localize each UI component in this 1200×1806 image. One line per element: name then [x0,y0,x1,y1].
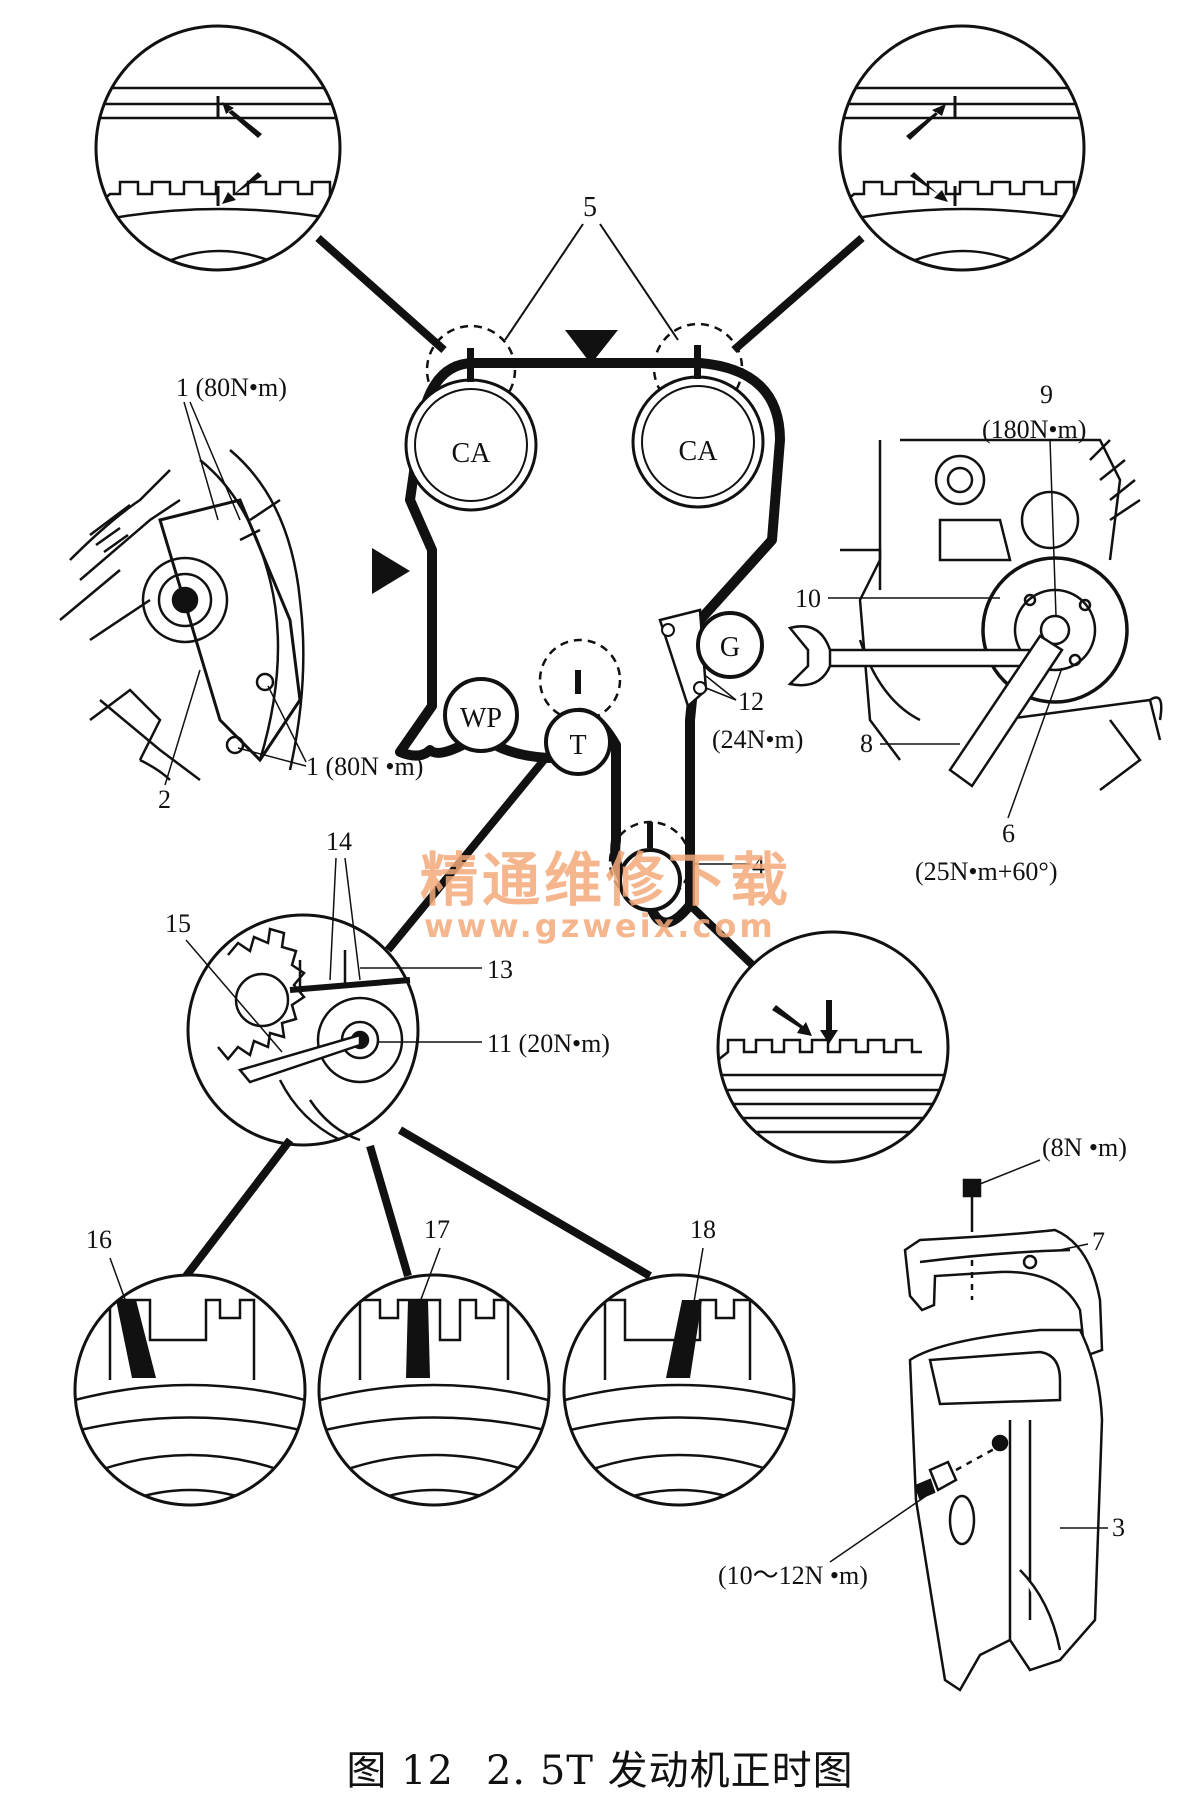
svg-text:G: G [720,632,740,663]
camshaft-pulley-right: CA [631,345,765,509]
bolt-side [914,1446,997,1500]
figure-caption: 图 12 2. 5T 发动机正时图 [0,1738,1200,1796]
lower-timing-cover-3 [908,1328,1104,1692]
watermark-url: www.gzweix.com [424,907,776,945]
watermark: 精通维修下载 www.gzweix.com [420,846,792,945]
callout-3: 3 [1112,1513,1125,1542]
svg-text:CA: CA [452,438,492,469]
callout-7: 7 [1092,1227,1105,1256]
callout-13: 13 [487,955,513,984]
svg-text:CA: CA [679,436,719,467]
wrench-tool-8 [787,625,1064,788]
callout-12: 12 [738,687,764,716]
callout-5: 5 [583,192,597,223]
idler-pulley: G [658,608,764,709]
callout-14: 14 [326,827,352,856]
detail-circle-crank-mark [687,902,950,1164]
callout-6: 6 [1002,819,1015,848]
watermark-cn: 精通维修下载 [420,846,792,914]
callout-12-torque: (24N•m) [712,725,803,754]
svg-text:WP: WP [460,703,502,734]
callout-10: 10 [795,584,821,613]
crankshaft-pulley [618,822,682,912]
svg-text:T: T [569,730,586,761]
detail-circle-17 [317,1273,551,1507]
tensioner-pulley: T [544,670,612,776]
leader-line [315,235,447,353]
figure-title: 2. 5T 发动机正时图 [485,1748,854,1794]
belt-direction-arrow [372,548,410,594]
upper-timing-cover-7 [903,1228,1104,1358]
callout-9-torque: (180N•m) [982,415,1086,444]
left-mount-sketch [59,449,305,781]
detail-circle-tensioner [186,757,548,1147]
belt-direction-arrow [565,330,618,364]
camshaft-pulley-left: CA [404,348,538,512]
callout-1-bottom: 1 (80N •m) [306,752,423,781]
leader-line [731,234,865,354]
callout-11: 11 (20N•m) [487,1029,610,1058]
callout-15: 15 [165,909,191,938]
bolt-side-torque: (10～12N •m) [718,1561,868,1590]
callout-17: 17 [424,1215,450,1244]
callout-6-torque: (25N•m+60°) [915,857,1057,886]
callout-16: 16 [86,1225,112,1254]
detail-circle-18 [562,1273,796,1507]
detail-circle-16 [73,1273,307,1507]
detail-circle-cam-right [838,24,1086,272]
water-pump-pulley: WP [443,677,519,753]
callout-8: 8 [860,729,873,758]
callout-4: 4 [752,851,765,880]
callout-18: 18 [690,1215,716,1244]
bolt-top-torque: (8N •m) [1042,1133,1127,1162]
bolt-top [962,1178,982,1300]
figure-number: 图 12 [346,1748,454,1794]
callout-9: 9 [1040,380,1053,409]
detail-circle-cam-left [94,24,342,272]
callout-2: 2 [158,785,171,814]
callout-1-top: 1 (80N•m) [176,373,287,402]
